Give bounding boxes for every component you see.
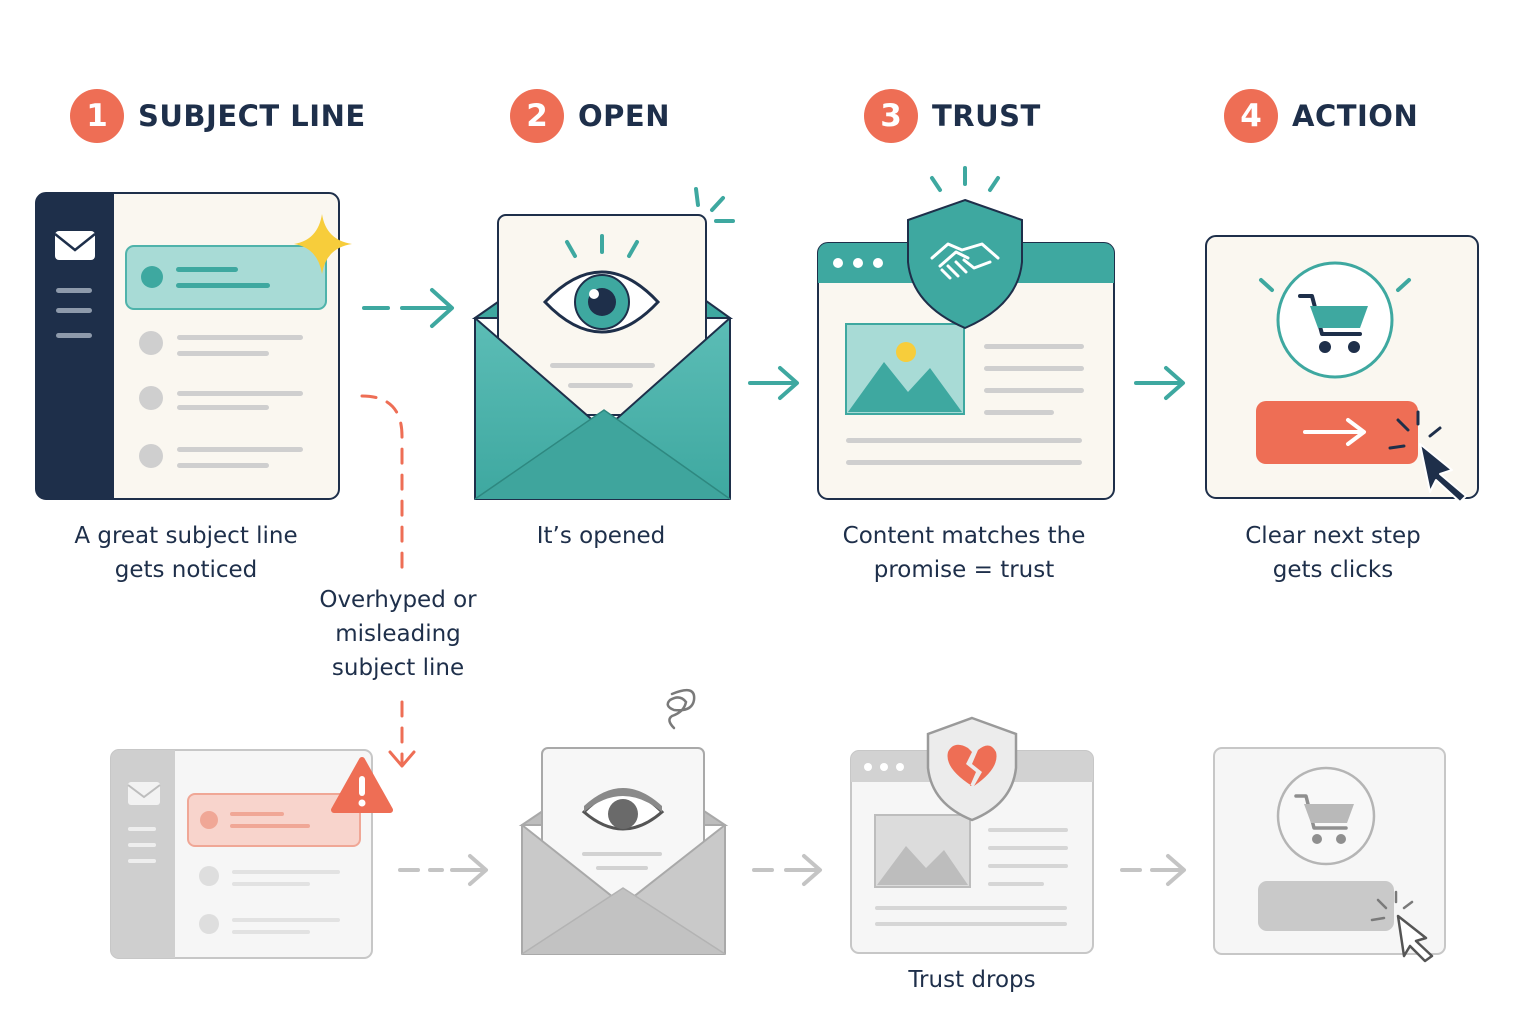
cart-button-gray-icon [1213,747,1446,963]
step-header-action: 4 ACTION [1224,88,1418,144]
branch-label: Overhyped or misleading subject line [268,583,528,685]
step-caption-action: Clear next step gets clicks [1183,519,1483,587]
step-header-subject-line: 1 SUBJECT LINE [70,88,366,144]
caption-line: A great subject line [74,523,298,549]
arrow-icon [1134,366,1185,400]
step-caption-open: It’s opened [451,519,751,553]
caption-line: promise = trust [873,557,1055,583]
caption-line: It’s opened [536,523,666,549]
trust-drops-caption: Trust drops [822,963,1122,997]
step-number-badge: 3 [864,89,918,143]
step-header-open: 2 OPEN [510,88,670,144]
open-envelope-gray-icon [518,688,729,955]
arrow-icon [748,366,799,400]
branch-arrow-icon [360,394,416,768]
inbox-window-icon [35,192,340,500]
step-title: SUBJECT LINE [138,99,366,133]
caption-line: subject line [331,655,465,681]
arrow-gray-icon [398,854,488,886]
warning-icon [331,757,393,813]
sparkle-icon [294,214,352,274]
step-caption-subject-line: A great subject line gets noticed [36,519,336,587]
caption-line: Content matches the [842,523,1086,549]
arrow-icon [362,288,454,328]
arrow-gray-icon [752,854,822,886]
open-envelope-eye-icon [471,187,735,500]
step-number-badge: 1 [70,89,124,143]
step-caption-trust: Content matches the promise = trust [814,519,1114,587]
step-number-badge: 4 [1224,89,1278,143]
step-title: ACTION [1292,99,1419,133]
browser-broken-trust-icon [850,716,1094,954]
caption-line: gets noticed [114,557,258,583]
caption-line: misleading [335,621,461,647]
step-header-trust: 3 TRUST [864,88,1041,144]
caption-line: Trust drops [908,967,1036,993]
caption-line: Clear next step [1245,523,1421,549]
browser-shield-handshake-icon [817,166,1115,500]
step-title: TRUST [932,99,1041,133]
step-number-badge: 2 [510,89,564,143]
cart-button-click-icon [1205,235,1479,503]
arrow-gray-icon [1120,854,1186,886]
caption-line: gets clicks [1272,557,1394,583]
step-title: OPEN [578,99,670,133]
inbox-window-gray-icon [110,749,373,959]
caption-line: Overhyped or [319,587,477,613]
